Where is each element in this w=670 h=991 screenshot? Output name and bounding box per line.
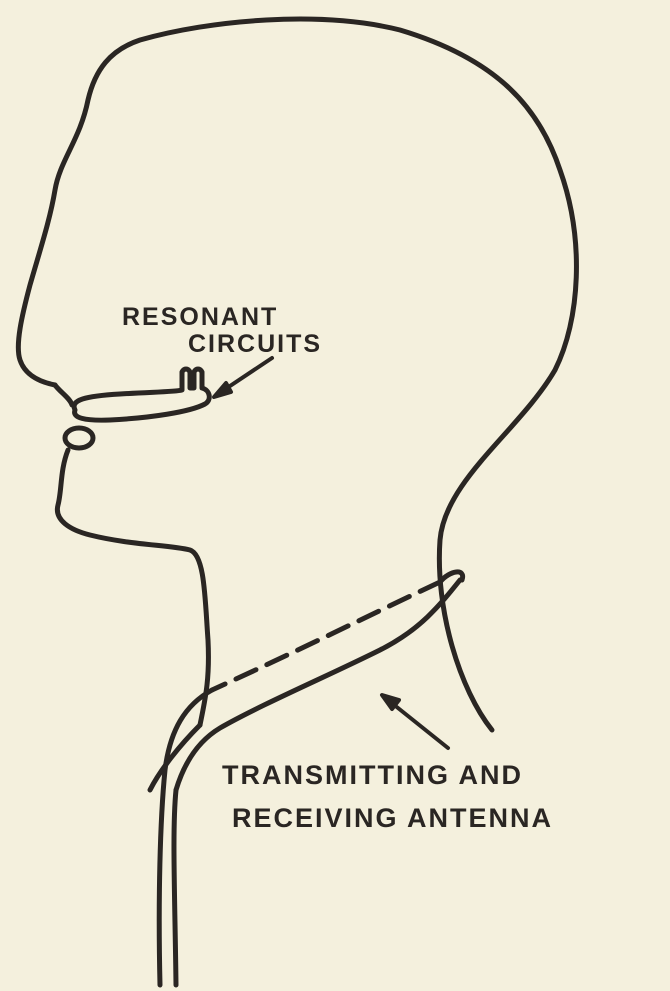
resonant-circuit-device — [74, 369, 209, 420]
antenna-label-line2: RECEIVING ANTENNA — [232, 805, 553, 832]
antenna-arrow-line — [388, 700, 448, 748]
resonant-label-line2: CIRCUITS — [188, 332, 322, 357]
lower-lip-ring — [65, 428, 93, 448]
resonant-label-line1: RESONANT — [122, 305, 278, 330]
antenna-lead-wire-2 — [174, 790, 176, 985]
antenna-lead-wire-1 — [159, 690, 212, 985]
upper-lip — [55, 385, 72, 405]
resonant-arrowhead — [214, 383, 231, 397]
antenna-label-line1: TRANSMITTING AND — [222, 762, 523, 789]
chin-neck-front — [57, 450, 208, 725]
head-outline — [18, 19, 576, 730]
